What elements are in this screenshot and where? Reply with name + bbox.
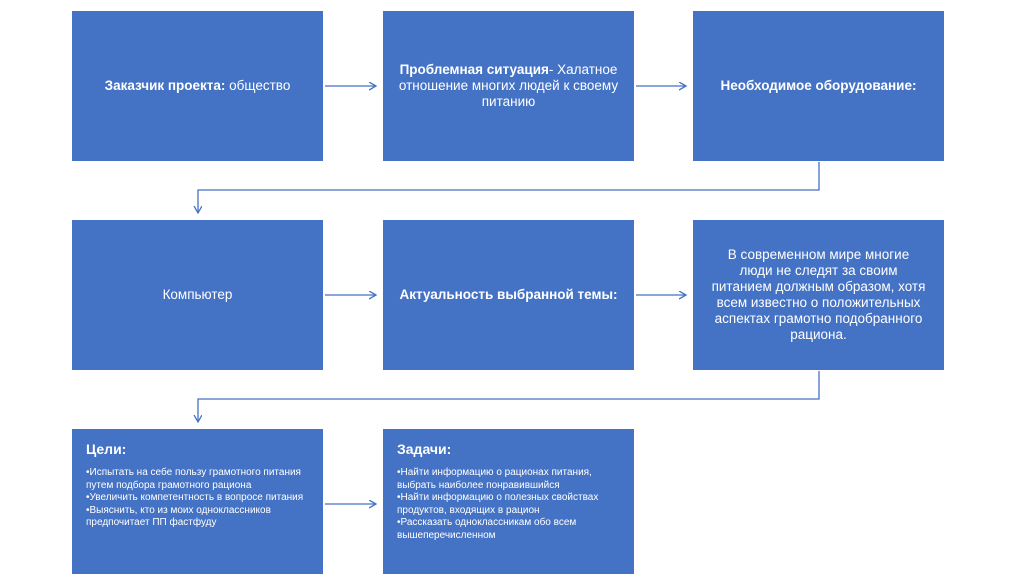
equipment-label: Необходимое оборудование:: [720, 78, 917, 93]
node-relevance: Актуальность выбранной темы:: [383, 220, 634, 370]
node-customer: Заказчик проекта: общество: [72, 11, 323, 161]
goals-item: Испытать на себе пользу грамотного питан…: [86, 467, 313, 492]
goals-title: Цели:: [86, 441, 127, 457]
tasks-item: Рассказать одноклассникам обо всем вышеп…: [397, 517, 624, 542]
node-customer-text: Заказчик проекта: общество: [105, 78, 291, 94]
node-problem-text: Проблемная ситуация- Халатное отношение …: [397, 62, 620, 110]
customer-value: общество: [225, 78, 291, 93]
tasks-item: Найти информацию о рационах питания, выб…: [397, 467, 624, 492]
goals-item: Выяснить, кто из моих одноклассников пре…: [86, 505, 313, 530]
node-goals: Цели: Испытать на себе пользу грамотного…: [72, 429, 323, 574]
arrow-text-to-goals: [198, 371, 820, 422]
node-equipment: Необходимое оборудование:: [693, 11, 944, 161]
problem-label: Проблемная ситуация: [399, 62, 549, 77]
problem-value: - Халатное отношение многих людей к свое…: [398, 62, 619, 109]
tasks-item: Найти информацию о полезных свойствах пр…: [397, 492, 624, 517]
arrow-equipment-to-computer: [198, 162, 820, 213]
tasks-title: Задачи:: [397, 441, 452, 457]
relevance-text: В современном мире многие люди не следят…: [711, 247, 926, 342]
node-relevance-text: В современном мире многие люди не следят…: [693, 220, 944, 370]
goals-item: Увеличить компетентность в вопросе питан…: [86, 492, 313, 505]
relevance-label: Актуальность выбранной темы:: [399, 287, 618, 302]
customer-label: Заказчик проекта:: [104, 78, 226, 93]
computer-text: Компьютер: [162, 287, 233, 302]
node-computer: Компьютер: [72, 220, 323, 370]
node-problem: Проблемная ситуация- Халатное отношение …: [383, 11, 634, 161]
node-tasks: Задачи: Найти информацию о рационах пита…: [383, 429, 634, 574]
